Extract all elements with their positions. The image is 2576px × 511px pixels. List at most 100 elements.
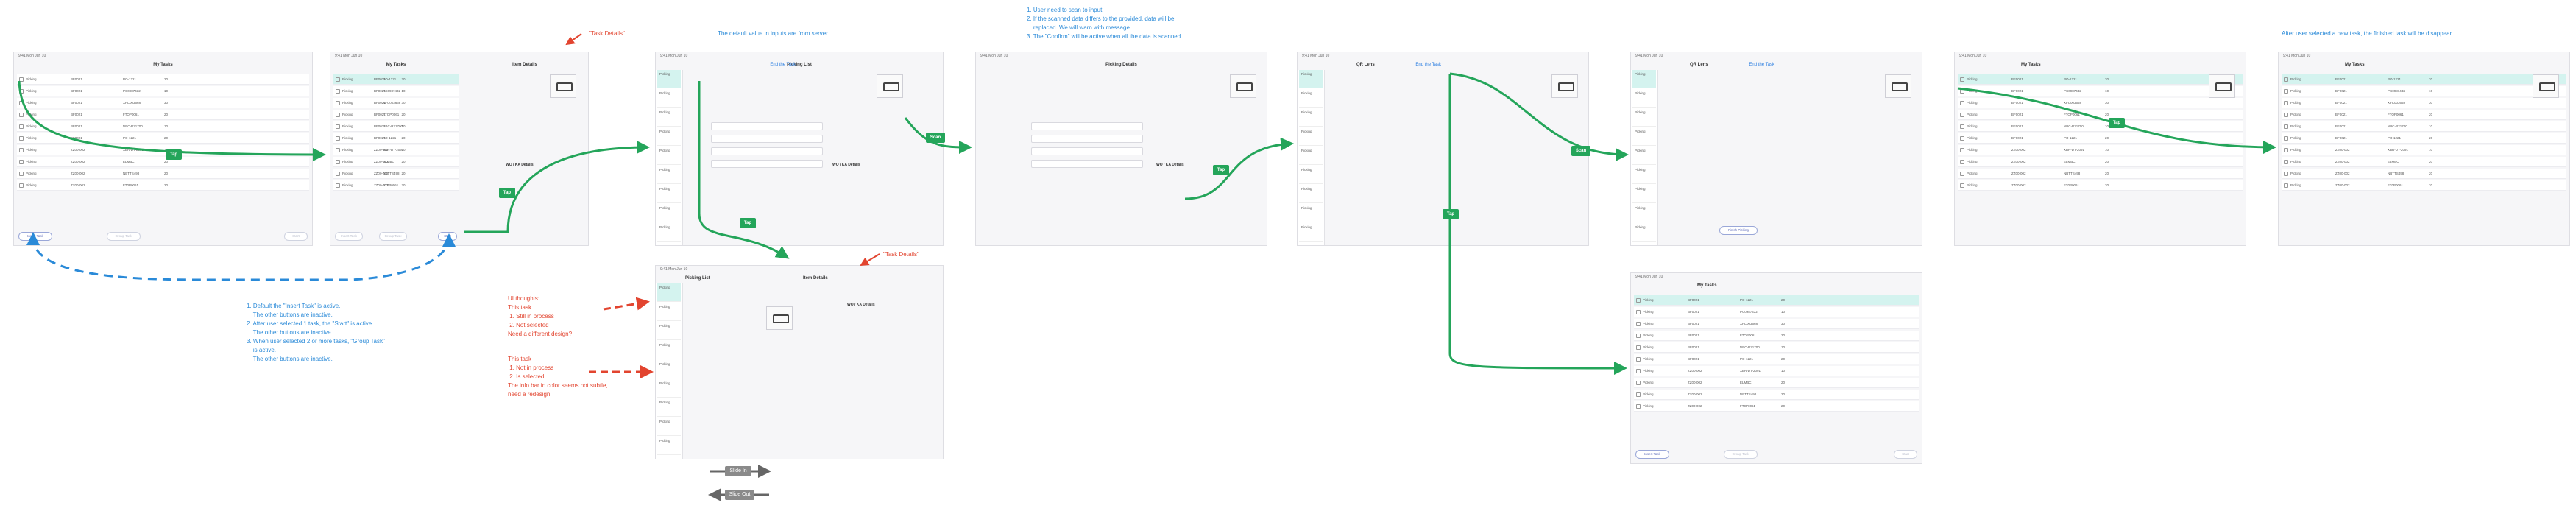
row-checkbox[interactable]	[1636, 345, 1641, 350]
row-checkbox[interactable]	[19, 183, 24, 188]
row-checkbox[interactable]	[2284, 113, 2288, 117]
row-checkbox[interactable]	[336, 160, 340, 164]
input-field[interactable]	[711, 160, 823, 168]
side-list-item[interactable]: Picking	[1299, 108, 1323, 127]
row-checkbox[interactable]	[1960, 183, 1964, 188]
side-list-item[interactable]: Picking	[1299, 223, 1323, 242]
row-checkbox[interactable]	[1960, 101, 1964, 105]
row-checkbox[interactable]	[1960, 77, 1964, 82]
row-checkbox[interactable]	[19, 172, 24, 176]
row-checkbox[interactable]	[2284, 148, 2288, 152]
input-field[interactable]	[711, 135, 823, 143]
input-field[interactable]	[1031, 147, 1143, 155]
row-checkbox[interactable]	[2284, 136, 2288, 141]
side-list-item[interactable]: Picking	[1299, 70, 1323, 88]
row-checkbox[interactable]	[1636, 357, 1641, 362]
row-checkbox[interactable]	[336, 183, 340, 188]
input-field[interactable]	[1031, 160, 1143, 168]
side-list-item[interactable]: Picking	[657, 166, 681, 184]
side-list-item[interactable]: Picking	[657, 360, 681, 378]
row-checkbox[interactable]	[336, 101, 340, 105]
side-list-item[interactable]: Picking	[657, 322, 681, 340]
row-checkbox[interactable]	[1960, 136, 1964, 141]
side-list-item[interactable]: Picking	[657, 108, 681, 127]
side-list-item[interactable]: Picking	[1632, 70, 1656, 88]
row-checkbox[interactable]	[2284, 101, 2288, 105]
group-task-button[interactable]: Group Task	[1724, 450, 1758, 459]
end-task-link[interactable]: End the Task	[1415, 63, 1441, 67]
input-field[interactable]	[1031, 122, 1143, 130]
start-button[interactable]: Start	[284, 232, 308, 241]
side-list-item[interactable]: Picking	[657, 185, 681, 203]
side-list-item[interactable]: Picking	[657, 223, 681, 242]
row-checkbox[interactable]	[1636, 404, 1641, 409]
row-checkbox[interactable]	[1960, 172, 1964, 176]
side-list-item[interactable]: Picking	[657, 283, 681, 302]
row-checkbox[interactable]	[2284, 124, 2288, 129]
input-field[interactable]	[711, 147, 823, 155]
side-list-item[interactable]: Picking	[1632, 108, 1656, 127]
side-list-item[interactable]: Picking	[657, 341, 681, 359]
side-list-item[interactable]: Picking	[657, 89, 681, 108]
row-checkbox[interactable]	[19, 124, 24, 129]
row-checkbox[interactable]	[2284, 160, 2288, 164]
row-checkbox[interactable]	[336, 77, 340, 82]
start-button[interactable]: Start	[1894, 450, 1917, 459]
side-list-item[interactable]: Picking	[1299, 204, 1323, 222]
row-checkbox[interactable]	[2284, 89, 2288, 94]
row-checkbox[interactable]	[2284, 77, 2288, 82]
row-checkbox[interactable]	[1636, 298, 1641, 303]
side-list-item[interactable]: Picking	[657, 398, 681, 417]
side-list-item[interactable]: Picking	[1632, 223, 1656, 242]
row-checkbox[interactable]	[336, 113, 340, 117]
row-checkbox[interactable]	[1960, 124, 1964, 129]
end-task-link[interactable]: End the Task	[770, 63, 796, 67]
input-field[interactable]	[711, 122, 823, 130]
row-checkbox[interactable]	[336, 172, 340, 176]
side-list-item[interactable]: Picking	[657, 204, 681, 222]
side-list-item[interactable]: Picking	[1632, 147, 1656, 165]
side-list-item[interactable]: Picking	[1632, 185, 1656, 203]
side-list-item[interactable]: Picking	[657, 437, 681, 455]
side-list-item[interactable]: Picking	[1299, 166, 1323, 184]
side-list-item[interactable]: Picking	[1299, 185, 1323, 203]
row-checkbox[interactable]	[2284, 183, 2288, 188]
row-checkbox[interactable]	[1636, 334, 1641, 338]
row-checkbox[interactable]	[19, 113, 24, 117]
row-checkbox[interactable]	[19, 148, 24, 152]
side-list-item[interactable]: Picking	[657, 303, 681, 321]
